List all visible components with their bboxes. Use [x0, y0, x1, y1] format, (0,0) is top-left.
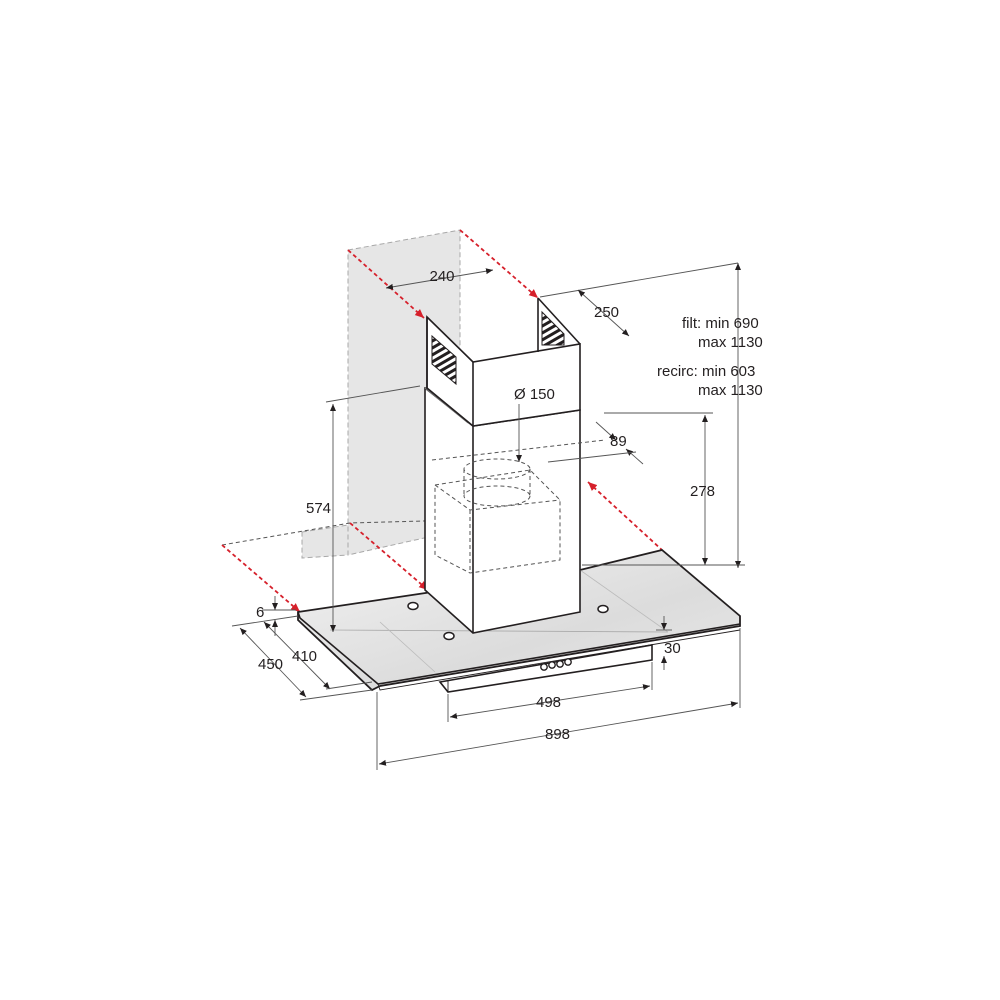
dim-rear-height-label: 574: [306, 500, 331, 517]
dim-outlet-offset: [547, 421, 644, 465]
dim-chimney-width: [385, 268, 494, 290]
upper-chimney: [426, 297, 581, 427]
dim-glass-thickness-label: 6: [256, 604, 264, 621]
dim-front-depth: [656, 616, 672, 670]
dim-inner-height-label: 278: [690, 483, 715, 500]
dim-chimney-depth: [539, 262, 739, 337]
light-spot-icon: [407, 601, 609, 641]
dim-depth-total-label: 450: [258, 656, 283, 673]
dim-front-depth-label: 30: [664, 640, 681, 657]
recirc-min-label: recirc: min 603: [657, 363, 755, 380]
dim-chimney-width-label: 240: [429, 268, 454, 285]
dim-chimney-height: [582, 263, 745, 568]
control-knob-icon: [540, 658, 572, 671]
wall-reference-markers: [221, 229, 663, 613]
dim-inner-height: [604, 412, 713, 565]
filt-max-label: max 1130: [698, 334, 763, 351]
dim-body-width-label: 498: [536, 694, 561, 711]
dim-total-width: [376, 628, 741, 770]
dim-chimney-depth-label: 250: [594, 304, 619, 321]
dim-duct-diameter-label: Ø 150: [514, 386, 555, 403]
dim-depth-inner-label: 410: [292, 648, 317, 665]
filt-min-label: filt: min 690: [682, 315, 759, 332]
recirc-max-label: max 1130: [698, 382, 763, 399]
dim-depth-inner: [263, 621, 373, 690]
dim-glass-thickness: [262, 596, 296, 636]
dim-outlet-offset-label: 89: [610, 433, 627, 450]
lower-chimney: [424, 387, 581, 634]
dim-total-width-label: 898: [545, 726, 570, 743]
vent-grille-icon: [431, 310, 565, 386]
dim-rear-height: [325, 385, 421, 632]
internal-motor-box: [431, 439, 606, 574]
